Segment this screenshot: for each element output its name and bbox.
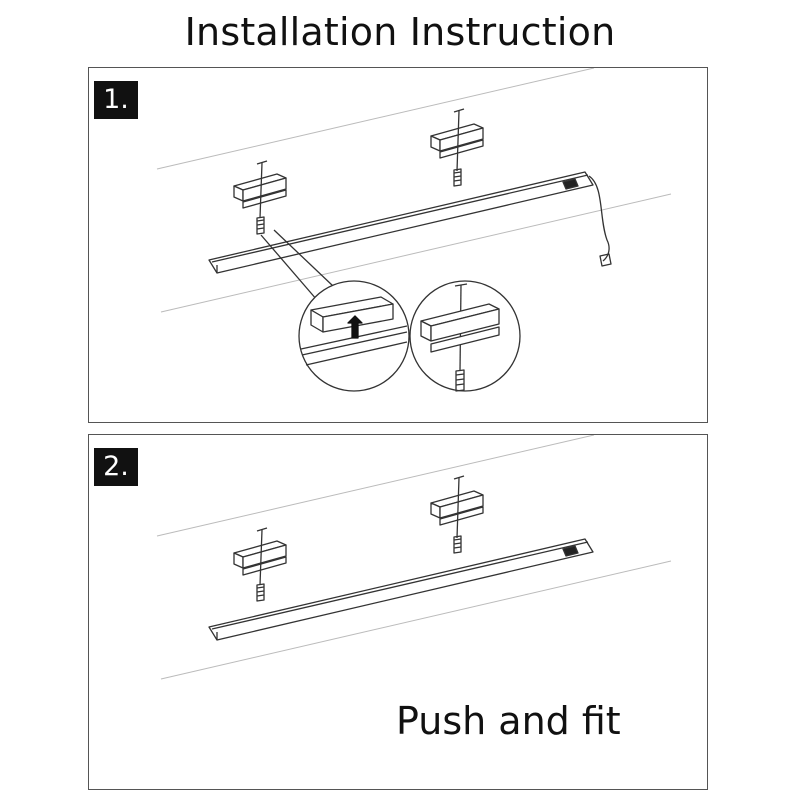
wall-guide-line bbox=[160, 193, 672, 313]
step-2-illustration bbox=[156, 435, 672, 680]
step-2-caption: Push and fit bbox=[396, 699, 621, 743]
wall-guide-line bbox=[160, 560, 672, 680]
mounting-clip-right bbox=[430, 123, 484, 159]
step-2-panel: 2. bbox=[88, 434, 708, 790]
led-bar bbox=[208, 538, 594, 641]
wall-guide-line bbox=[156, 435, 595, 537]
plug-icon bbox=[599, 253, 612, 267]
step-2-badge: 2. bbox=[94, 448, 138, 486]
step-1-badge: 1. bbox=[94, 81, 138, 119]
mounting-clip-right bbox=[430, 490, 484, 526]
detail-circle-clip-attach bbox=[298, 280, 410, 392]
screw-right bbox=[453, 108, 465, 187]
callout-line bbox=[260, 234, 318, 301]
step-1-panel: 1. bbox=[88, 67, 708, 423]
power-cable bbox=[588, 175, 610, 262]
page-title: Installation Instruction bbox=[184, 10, 616, 54]
sensor-switch bbox=[562, 178, 579, 190]
wall-guide-line bbox=[156, 68, 595, 170]
step-1-illustration bbox=[156, 68, 672, 392]
callout-line bbox=[273, 229, 334, 287]
screw-left bbox=[256, 527, 268, 602]
mounting-clip-left bbox=[233, 540, 287, 576]
detail-circle-screw-detail bbox=[409, 280, 521, 392]
mounting-clip-left bbox=[233, 173, 287, 209]
screw-left bbox=[256, 160, 268, 235]
sensor-switch bbox=[562, 545, 579, 557]
screw-right bbox=[453, 475, 465, 554]
led-bar bbox=[208, 171, 594, 274]
push-up-arrow-icon bbox=[347, 315, 363, 339]
